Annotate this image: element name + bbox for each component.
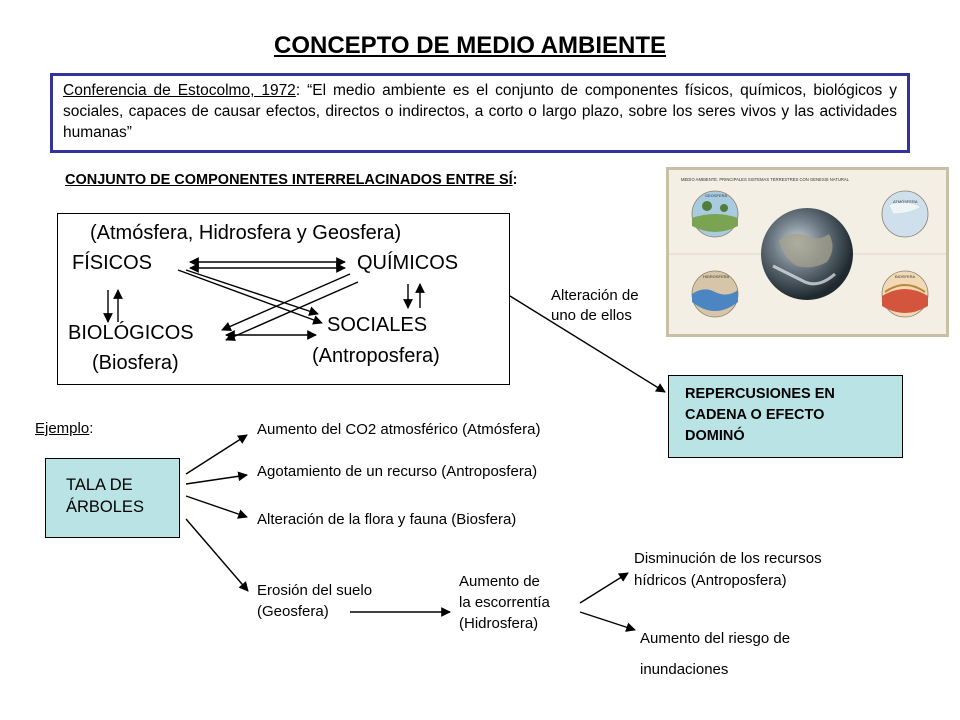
arrow-quimicos-biologicos-2: [226, 282, 358, 340]
arrow-to-domino-effect: [510, 296, 665, 392]
arrow-escorrentia-recursos: [580, 573, 628, 603]
arrow-fisicos-sociales-1: [178, 270, 322, 323]
arrow-tala-co2: [186, 435, 247, 474]
arrow-tala-recurso: [186, 475, 247, 484]
arrow-tala-flora: [186, 496, 247, 517]
arrow-quimicos-biologicos-1: [222, 274, 350, 330]
arrow-fisicos-sociales-2: [186, 270, 318, 314]
arrow-escorrentia-riesgo: [580, 612, 635, 630]
arrow-tala-erosion: [186, 519, 248, 591]
